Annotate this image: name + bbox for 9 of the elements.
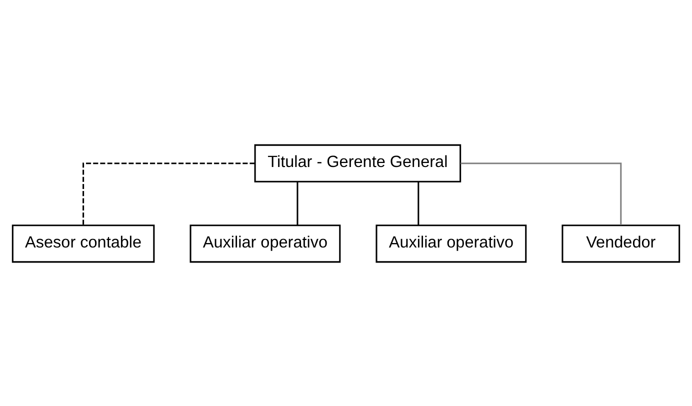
connector	[296, 181, 298, 225]
connector	[460, 162, 622, 225]
node-box: Auxiliar operativo	[376, 224, 527, 262]
node-box: Auxiliar operativo	[190, 224, 341, 262]
node-box: Vendedor	[562, 224, 680, 262]
connector	[418, 181, 420, 225]
node-box: Asesor contable	[12, 224, 155, 262]
connector	[82, 162, 255, 225]
node-box: Titular - Gerente General	[254, 144, 462, 182]
